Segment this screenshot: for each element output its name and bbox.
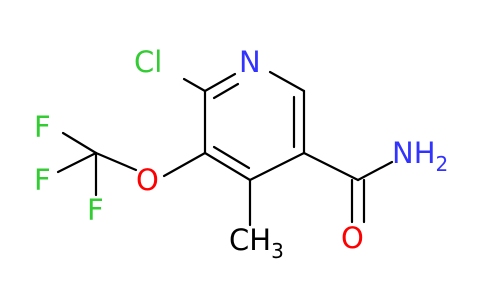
- atom-ch3-text: CH: [229, 223, 271, 257]
- atom-o-carbonyl: O: [341, 221, 364, 255]
- atom-nh2-text: NH: [392, 136, 436, 170]
- bond-camide-nh2: [356, 160, 394, 182]
- atom-cl: Cl: [134, 45, 162, 79]
- bond-n-c2-inner: [212, 82, 240, 100]
- atom-f2: F: [34, 163, 51, 197]
- atom-nh2-sub: 2: [436, 152, 449, 176]
- atom-labels: Cl N O F F F NH2 O CH3: [34, 45, 448, 263]
- atom-ch3: CH3: [229, 223, 284, 263]
- atom-ch3-sub: 3: [271, 239, 284, 263]
- bond-c3-o: [162, 151, 207, 178]
- bond-n-c2: [203, 72, 237, 93]
- bond-cf3-f2: [56, 151, 98, 174]
- bond-o-cf3: [94, 151, 138, 172]
- bond-c4-c5: [248, 151, 306, 182]
- atom-o-ether: O: [136, 163, 159, 197]
- bond-c6-n: [268, 70, 306, 93]
- bonds: [56, 70, 394, 227]
- atom-n-ring: N: [239, 45, 261, 79]
- bond-c2-cl: [182, 77, 207, 93]
- bond-cf3-f1: [61, 131, 98, 155]
- atom-f3: F: [87, 193, 104, 227]
- atom-nh2: NH2: [392, 136, 448, 176]
- bond-c5-camide: [302, 151, 360, 182]
- atom-f1: F: [34, 110, 51, 144]
- bond-c3-c4-inner: [212, 145, 251, 170]
- bond-c3-c4: [203, 151, 252, 182]
